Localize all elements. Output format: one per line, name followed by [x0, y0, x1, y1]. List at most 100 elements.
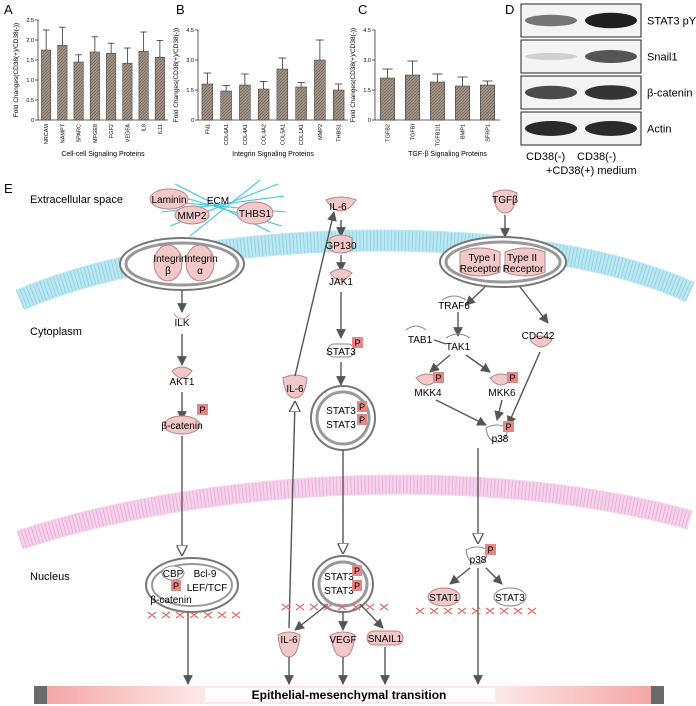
blot-band: [585, 121, 637, 136]
p-badge-stat3-n2: [352, 580, 362, 591]
x-axis-label: Integrin Signaling Proteins: [232, 151, 314, 158]
panel-letter-d: D: [505, 2, 514, 17]
bar: [405, 74, 420, 121]
tgfb-shape: [492, 189, 518, 214]
il6-top-shape: [325, 196, 357, 212]
thbs1-label: THBS1: [239, 209, 272, 220]
tak1-shape: [445, 333, 471, 339]
blot-band: [585, 85, 637, 100]
x-tick-label: COL6A1: [224, 124, 230, 145]
emt-bar-cap-left: [34, 686, 47, 704]
p-badge-stat3: [352, 337, 363, 348]
arrow-receptor-cdc42: [519, 286, 549, 324]
y-tick-label: 1.0: [26, 78, 34, 84]
bar: [57, 44, 68, 121]
y-tick-label: 3.0: [363, 58, 371, 64]
y-tick-label: 2.0: [26, 38, 34, 44]
blot-label: Snail1: [647, 52, 678, 64]
bar: [154, 56, 165, 121]
arrow-tak1-mkk4: [429, 354, 451, 373]
bar: [220, 90, 232, 121]
leftcf-label: LEF/TCF: [187, 583, 228, 594]
p38-shape: [485, 424, 509, 443]
blot-band: [525, 121, 577, 136]
blot-band: [585, 12, 637, 29]
panel-letter-e: E: [4, 181, 13, 196]
snail1-node: SNAIL1: [368, 634, 403, 645]
p-badge-stat3-n1: [352, 565, 362, 576]
p38-nuc-node: p38: [470, 555, 487, 566]
p38-node: p38: [492, 434, 509, 445]
mkk4-node: MKK4: [414, 388, 442, 399]
arrow-receptor-traf6: [465, 286, 486, 306]
blot-label: Actin: [647, 124, 671, 136]
bcat-nuc-label: β-catenin: [150, 595, 191, 606]
cdc42-node: CDC42: [522, 331, 555, 342]
label-nucleus: Nucleus: [30, 571, 70, 583]
p-badge-mkk6-label: P: [509, 373, 515, 383]
jak1-node: JAK1: [329, 277, 353, 288]
x-tick-label: IL8: [142, 124, 148, 132]
il6-top-node: IL-6: [329, 202, 347, 213]
traf6-shape: [441, 295, 467, 301]
mkk6-node: MKK6: [488, 388, 516, 399]
blot-label: β-catenin: [647, 88, 692, 100]
gp130-shape: [329, 234, 353, 254]
x-tick-label: COL4A2: [262, 124, 268, 145]
x-tick-label: VEGFA: [125, 124, 131, 143]
emt-label-box: [205, 688, 495, 702]
x-axis-label: TGF-β Signaling Proteins: [408, 151, 487, 158]
p-badge-p38-nuc-label: P: [487, 545, 493, 555]
p-badge-bcat-label: P: [199, 405, 205, 415]
ecm-label: ECM: [207, 196, 229, 207]
type1-label: Type I: [468, 253, 495, 264]
dna-right: [415, 607, 537, 615]
bar: [138, 50, 149, 121]
integrin-a-node: [185, 244, 215, 282]
x-tick-label: SPARC: [77, 124, 83, 143]
cbp-label: CBP: [163, 569, 184, 580]
x-tick-label: COL1A1: [299, 124, 305, 145]
x-tick-label: COL5A1: [280, 124, 286, 145]
x-tick-label: TGFB2: [386, 124, 392, 142]
arrow-stat3-il6: [294, 603, 329, 631]
bar: [480, 84, 495, 121]
y-axis-label: Fold Changes(CD38(+)/CD38(-)): [13, 23, 20, 117]
panel-letter-b: B: [176, 2, 185, 17]
tak1-node: TAK1: [446, 342, 471, 353]
p-badge-p38-nuc: [485, 544, 496, 555]
y-tick-label: 4.5: [363, 28, 371, 34]
nuclear-membrane-stripes: [17, 475, 693, 549]
type1-sub: Receptor: [460, 264, 501, 275]
cdc42-shape: [529, 335, 553, 348]
integrin-b-label: Integrin: [153, 254, 186, 265]
stat3-d2-label: STAT3: [326, 420, 356, 431]
vegf-shape: [330, 631, 356, 658]
stat3-n2-label: STAT3: [324, 586, 354, 597]
stat3-shape: [327, 343, 355, 358]
x-tick-label: FN1: [205, 124, 211, 134]
x-tick-label: COL4A1: [243, 124, 249, 145]
x-tick-label: FGF2: [109, 124, 115, 138]
panel-letter-c: C: [358, 2, 367, 17]
dna-middle: [281, 603, 389, 611]
y-axis-label: Fold Changes(CD38(+)/CD38(-)): [173, 28, 180, 122]
tab1-node: TAB1: [408, 335, 433, 346]
emt-label: Epithelial-mesenchymal transition: [252, 688, 447, 702]
emt-bar-cap-right: [651, 686, 664, 704]
arrow-stat3-snail1: [359, 603, 384, 629]
bcl9-label: Bcl-9: [194, 569, 217, 580]
label-cytoplasm: Cytoplasm: [30, 326, 82, 338]
y-tick-label: 2.5: [26, 18, 34, 24]
arrow-mkk6-p38: [494, 399, 504, 421]
type2-label: Type II: [507, 253, 537, 264]
p-badge-stat3-d2-label: P: [359, 415, 365, 425]
dna-left: [147, 611, 241, 619]
panel-letter-a: A: [4, 2, 13, 17]
tgfb-node: TGFβ: [492, 195, 518, 206]
x-tick-label: TGFB1I1: [436, 124, 442, 146]
bar: [380, 77, 395, 121]
